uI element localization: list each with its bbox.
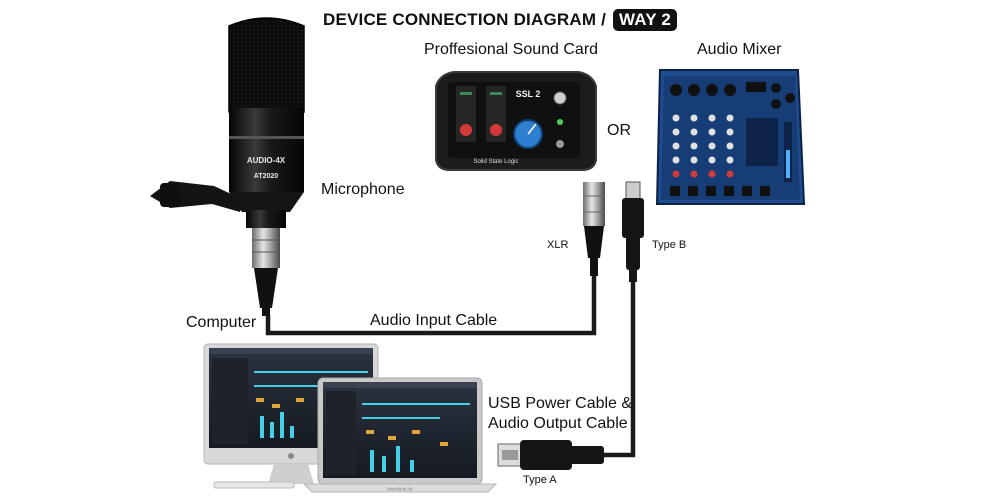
usb-cable-label-line2: Audio Output Cable — [488, 415, 628, 432]
xlr-connector-image — [583, 182, 605, 276]
type-b-label: Type B — [652, 239, 687, 251]
computer-label: Computer — [186, 314, 257, 331]
type-a-label: Type A — [523, 474, 557, 486]
or-label: OR — [607, 122, 631, 139]
diagram-title-main: DEVICE CONNECTION DIAGRAM / — [322, 10, 607, 29]
diagram-title-tag: WAY 2 — [612, 9, 678, 31]
microphone-image: AUDIO-4X AT2020 — [150, 17, 305, 316]
microphone-label: Microphone — [321, 181, 405, 198]
audio-input-cable — [265, 275, 597, 336]
audio-mixer-label: Audio Mixer — [697, 41, 782, 58]
mic-brand-text: AUDIO-4X — [247, 156, 286, 165]
sound-card-image: SSL 2 Solid State Logic — [435, 71, 597, 171]
audio-input-cable-label: Audio Input Cable — [370, 312, 498, 329]
diagram-title: DEVICE CONNECTION DIAGRAM / WAY 2 — [0, 9, 1000, 31]
xlr-label: XLR — [547, 239, 569, 251]
mic-model-text: AT2020 — [254, 173, 278, 180]
audio-mixer-image — [655, 69, 806, 205]
usb-cable — [604, 280, 636, 458]
sound-card-brand-text: SSL 2 — [516, 89, 541, 99]
sound-card-maker-text: Solid State Logic — [473, 159, 518, 165]
usb-type-b-connector-image — [622, 181, 644, 282]
macbook-laptop-image: MacBook Air — [302, 377, 498, 493]
laptop-brand-text: MacBook Air — [387, 487, 413, 492]
usb-cable-label-line1: USB Power Cable & — [488, 395, 633, 412]
usb-type-a-connector-image — [497, 440, 604, 470]
sound-card-label: Proffesional Sound Card — [424, 41, 599, 58]
